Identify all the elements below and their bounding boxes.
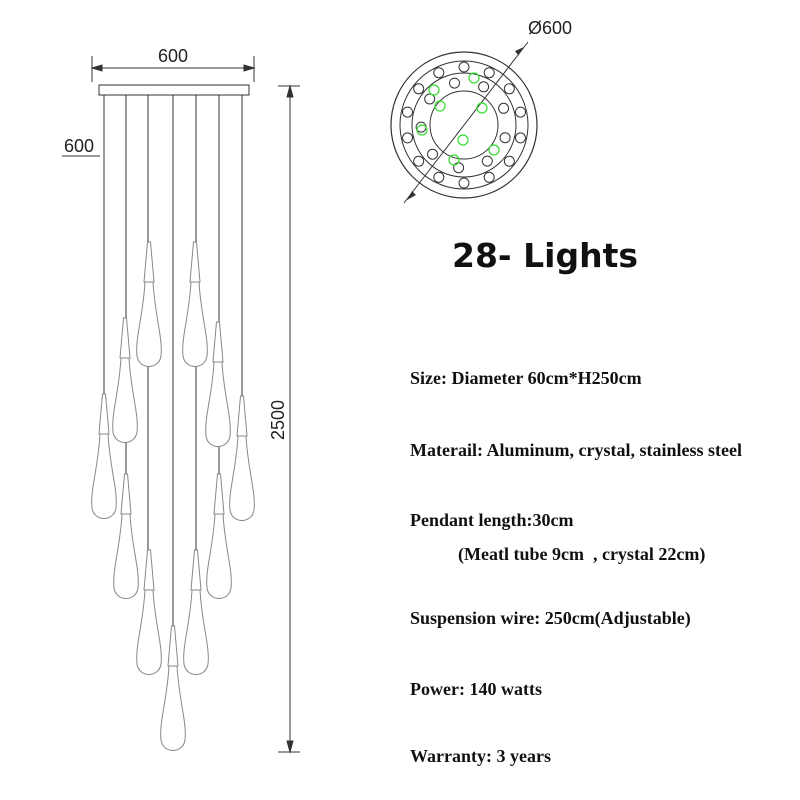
top-view-light — [503, 155, 515, 167]
top-view-light — [481, 155, 493, 167]
top-view-ring-3 — [429, 90, 499, 160]
pendant-drop — [229, 395, 255, 521]
height-dimension-label: 2500 — [268, 400, 288, 440]
top-view-light-highlight — [488, 144, 500, 156]
spec-size: Size: Diameter 60cm*H250cm — [410, 368, 642, 388]
top-view-light-highlight — [448, 154, 460, 166]
top-view-light-highlight — [416, 124, 428, 136]
top-view-light — [402, 106, 413, 118]
top-view-light — [503, 83, 515, 95]
top-view-lights — [402, 61, 526, 189]
top-view-light — [427, 148, 438, 160]
pendant-drop — [182, 241, 208, 367]
ceiling-canopy — [98, 84, 250, 96]
spec-pendant-length: Pendant length:30cm — [410, 510, 574, 530]
top-view — [390, 41, 538, 204]
width-dimension — [90, 56, 256, 82]
top-view-light — [413, 83, 425, 95]
pendant-drop — [136, 241, 162, 367]
spec-power: Power: 140 watts — [410, 679, 542, 699]
pendant-drop — [205, 321, 231, 447]
pendant-drop — [113, 473, 139, 599]
pendant-drop — [91, 393, 117, 519]
pendant-drop — [160, 625, 186, 751]
canopy-height-label: 600 — [64, 136, 94, 156]
height-dimension — [278, 84, 300, 754]
top-view-light — [515, 106, 526, 118]
top-view-light — [515, 132, 526, 144]
lights-count-title: 28- Lights — [452, 236, 638, 275]
pendant-drop — [206, 473, 232, 599]
top-view-light — [498, 102, 510, 114]
top-view-light — [458, 61, 470, 73]
top-view-light — [402, 132, 413, 144]
pendant-drop — [136, 549, 162, 675]
spec-warranty: Warranty: 3 years — [410, 746, 551, 766]
top-view-light-highlight — [428, 84, 440, 96]
spec-pendant-detail: (Meatl tube 9cm , crystal 22cm) — [458, 544, 706, 564]
top-view-light — [458, 177, 470, 189]
top-view-light — [478, 81, 490, 93]
top-view-light-highlight — [457, 134, 469, 146]
top-view-light — [453, 162, 465, 174]
diameter-leader-line — [403, 41, 529, 204]
width-dimension-label: 600 — [158, 46, 188, 66]
top-view-light — [433, 171, 445, 183]
top-view-light — [449, 77, 460, 89]
top-view-light — [413, 155, 425, 167]
top-view-light — [499, 132, 511, 144]
top-view-light — [433, 67, 445, 79]
top-view-light-highlight — [468, 72, 480, 84]
spec-material: Materail: Aluminum, crystal, stainless s… — [410, 440, 742, 460]
diameter-label: Ø600 — [528, 18, 572, 38]
top-view-inner-circle — [399, 60, 529, 190]
top-view-ring-2 — [411, 72, 517, 178]
top-view-light — [483, 171, 495, 183]
pendant-group — [91, 95, 255, 751]
spec-suspension: Suspension wire: 250cm(Adjustable) — [410, 608, 691, 628]
pendant-drop — [183, 549, 209, 675]
top-view-outer-circle — [390, 51, 538, 199]
top-view-light-highlight — [476, 102, 488, 114]
top-view-light-highlight — [434, 100, 446, 112]
top-view-light — [483, 67, 495, 79]
top-view-light — [424, 93, 436, 105]
pendant-drop — [112, 317, 138, 443]
